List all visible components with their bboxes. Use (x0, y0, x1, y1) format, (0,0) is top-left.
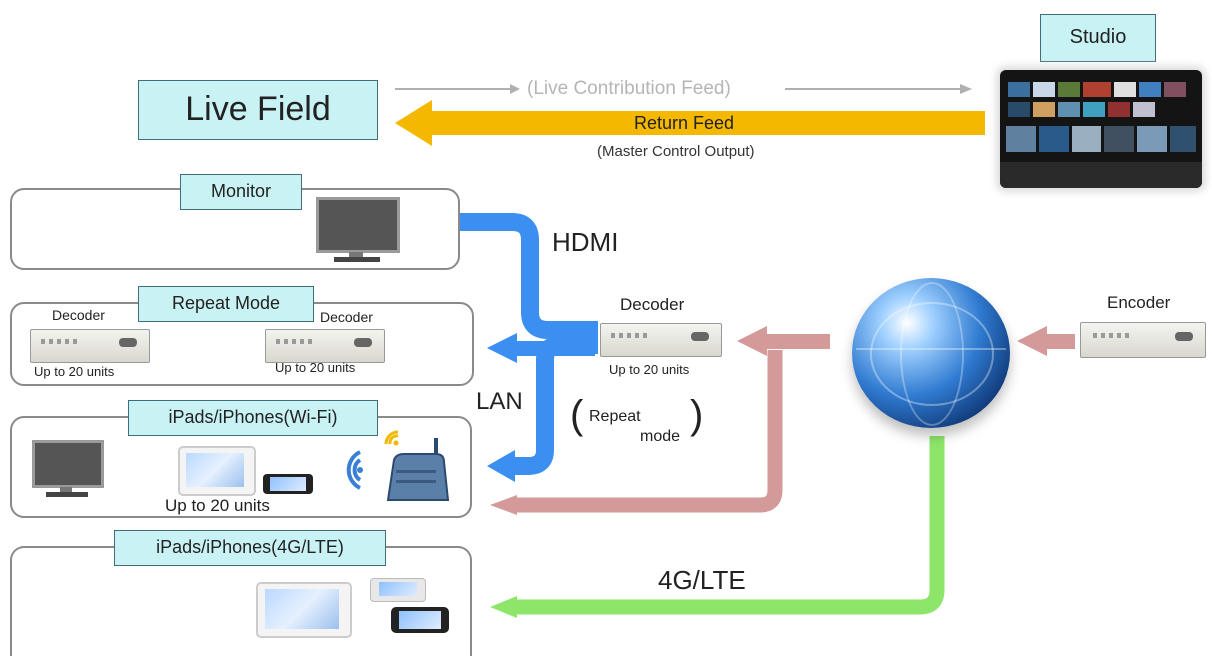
repeat-close-paren: ) (690, 393, 704, 437)
decoder-label-2: Decoder (320, 309, 373, 325)
wifi-signal-icon (330, 448, 366, 492)
decoder-label-1: Decoder (52, 307, 105, 323)
iphone-icon (263, 474, 313, 494)
lte-arrow (490, 436, 945, 618)
master-control-output-label: (Master Control Output) (597, 143, 755, 160)
decoder-label-main: Decoder (620, 295, 685, 314)
decoder-device-icon (265, 329, 385, 363)
repeat-mode-label: Repeat Mode (171, 293, 281, 313)
up-to-20-units-label-main: Up to 20 units (609, 362, 690, 377)
live-field-label: Live Field (185, 90, 331, 128)
up-to-20-units-label-2: Up to 20 units (275, 360, 356, 375)
ipads-lte-label: iPads/iPhones(4G/LTE) (156, 537, 344, 557)
contribution-feed-arrow (395, 84, 972, 94)
ipad-icon (256, 582, 352, 638)
monitor-label: Monitor (210, 181, 272, 201)
hdmi-label: HDMI (552, 227, 619, 257)
up-to-20-units-label-wifi: Up to 20 units (165, 496, 270, 515)
encoder-label: Encoder (1107, 293, 1171, 312)
live-contribution-feed-label: (Live Contribution Feed) (527, 78, 731, 99)
repeat-mode-paren-line1: Repeat (589, 408, 641, 425)
studio-label: Studio (1069, 26, 1127, 48)
return-feed-arrow (395, 100, 985, 146)
decoder-device-icon (600, 323, 722, 357)
iphone-icon (391, 607, 449, 633)
up-to-20-units-label-1: Up to 20 units (34, 364, 115, 379)
globe-icon (852, 278, 1010, 428)
studio-tag: Studio (1040, 14, 1156, 62)
studio-photo (1000, 70, 1202, 188)
live-field-box: Live Field (138, 80, 378, 140)
monitor-icon (316, 197, 400, 263)
repeat-mode-tag: Repeat Mode (138, 286, 314, 322)
wifi-router-icon (382, 430, 454, 502)
internet-arrows (490, 326, 1075, 515)
monitor-icon (32, 440, 104, 500)
lte-4g-label: 4G/LTE (658, 565, 746, 595)
ipad-icon (178, 446, 256, 496)
iphone-icon (370, 578, 426, 602)
wifi-tag: iPads/iPhones(Wi-Fi) (128, 400, 378, 436)
decoder-device-icon (30, 329, 150, 363)
encoder-device-icon (1080, 322, 1206, 358)
lan-label: LAN (476, 388, 523, 415)
lte-tag: iPads/iPhones(4G/LTE) (114, 530, 386, 566)
return-feed-label: Return Feed (634, 113, 735, 133)
repeat-open-paren: ( (570, 393, 584, 437)
ipads-wifi-label: iPads/iPhones(Wi-Fi) (168, 407, 338, 427)
monitor-tag: Monitor (180, 174, 302, 210)
repeat-mode-paren-line2: mode (640, 428, 681, 445)
